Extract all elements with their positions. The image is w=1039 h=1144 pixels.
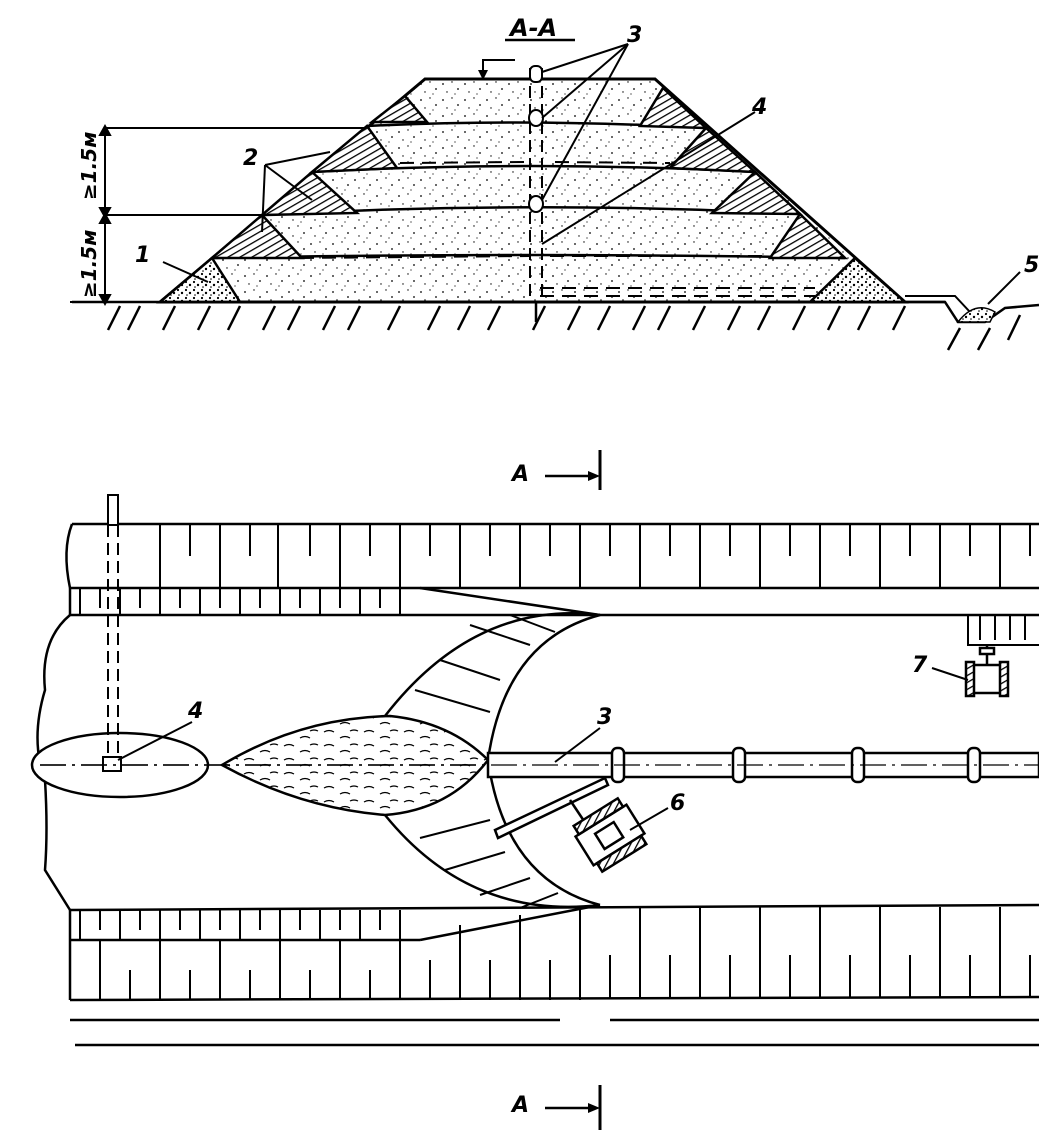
bulldozer (493, 776, 649, 874)
cut-marker-bottom-label: A (510, 1093, 529, 1118)
top-embankment (65, 522, 1039, 617)
callout-4: 4 (751, 95, 767, 120)
callout-3: 3 (627, 23, 642, 48)
height-dimensions (70, 123, 365, 307)
plan-callout-3: 3 (597, 705, 612, 730)
plan-callout-4: 4 (187, 699, 203, 724)
dimension-lower-label: ≥1.5м (77, 229, 101, 298)
bottom-slope-ticks (79, 907, 1031, 1000)
callout-2: 2 (243, 146, 258, 171)
standpipe (528, 65, 544, 322)
plan-view: A A (30, 450, 1039, 1130)
top-slope-ticks (79, 524, 1031, 615)
dashed-lines (299, 161, 815, 297)
bottom-embankment (68, 903, 1039, 1047)
cross-section-a-a: A-A ≥1.5м ≥1.5м 1 2 3 (70, 14, 1039, 351)
section-leaders (162, 43, 1021, 305)
hatched-prisms (208, 86, 849, 260)
plan-callout-7: 7 (912, 653, 928, 678)
callout-5: 5 (1024, 253, 1039, 278)
dimension-upper-label: ≥1.5м (77, 131, 101, 200)
cut-marker-top-label: A (510, 462, 529, 487)
plan-leaders (117, 667, 969, 831)
side-berm-right (967, 615, 1039, 646)
decant-pipe (102, 494, 122, 772)
beach-outer (384, 612, 601, 909)
plan-callout-6: 6 (670, 791, 685, 816)
ground-hatching (106, 305, 1022, 351)
crest-flow-arrow (482, 59, 515, 79)
section-title: A-A (508, 14, 557, 42)
beach-ticks (414, 614, 559, 909)
pipe-layer-machine (964, 645, 1010, 698)
callout-1: 1 (135, 243, 150, 268)
pond-left-edge (36, 614, 72, 911)
